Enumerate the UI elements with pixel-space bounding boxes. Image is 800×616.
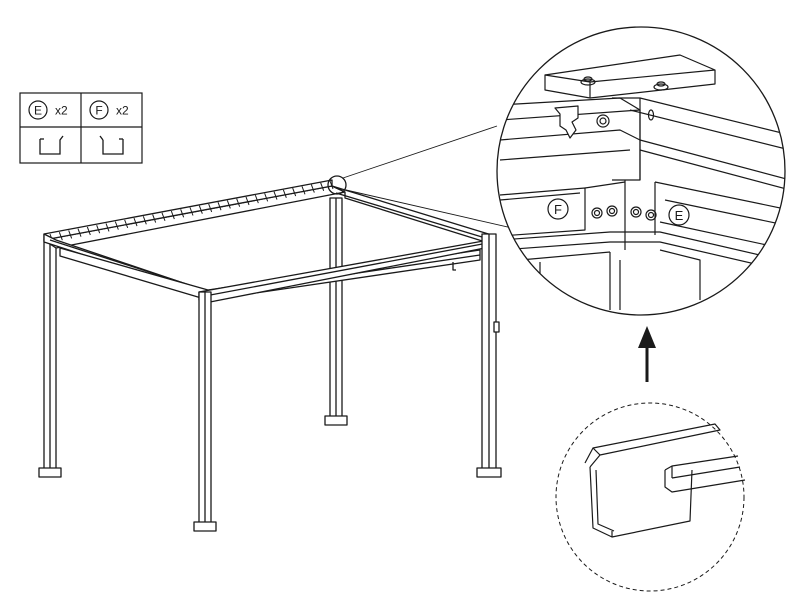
part-f-quantity: x2 <box>116 104 129 118</box>
post-front-right <box>476 233 502 478</box>
louvre-slat <box>310 184 315 193</box>
louvre-slat <box>217 202 222 211</box>
detail-magnified-view: F E <box>496 26 786 316</box>
magnifier-leader-lines <box>342 125 513 229</box>
louvre-slat <box>96 224 101 234</box>
pergola-frame <box>38 175 502 532</box>
louvre-slat <box>170 210 175 220</box>
louvre-slat <box>329 180 334 190</box>
detail-label-e: E <box>675 208 684 223</box>
louvre-slat <box>282 189 287 199</box>
parts-table: E x2 F x2 <box>19 92 143 164</box>
part-f-circle <box>89 100 109 120</box>
gutter-profile-right-icon <box>99 135 124 155</box>
louvre-slat <box>189 207 194 216</box>
post-front-left <box>193 291 217 532</box>
beam-front <box>198 235 496 303</box>
post-back-right <box>324 197 348 426</box>
detail-label-f-circle <box>547 198 569 220</box>
louvre-slat <box>320 182 325 191</box>
louvre-slat <box>68 230 73 239</box>
louvre-slat <box>161 212 166 221</box>
louvre-slat <box>86 226 91 236</box>
roof-louvres <box>43 179 346 249</box>
detail-bolts <box>591 205 657 221</box>
detail-marker-circle <box>327 175 347 195</box>
louvre-slat <box>264 193 269 202</box>
louvre-slat <box>124 219 129 229</box>
gutter-profile-detail <box>555 402 746 592</box>
louvre-slat <box>254 194 259 204</box>
crank-hook <box>452 262 456 271</box>
part-e-quantity: x2 <box>55 104 68 118</box>
part-e-letter: E <box>34 104 42 118</box>
louvre-slat <box>198 205 203 214</box>
up-arrow-icon <box>638 326 656 382</box>
louvre-slat <box>105 223 110 232</box>
post-back-left <box>38 239 62 478</box>
louvre-slat <box>292 187 297 197</box>
louvre-slat <box>142 216 147 225</box>
louvre-slat <box>226 200 231 209</box>
louvre-slat <box>58 232 63 241</box>
louvre-slat <box>273 191 278 200</box>
part-e-circle <box>28 100 48 120</box>
part-f-letter: F <box>95 104 102 118</box>
louvre-slat <box>245 196 250 206</box>
louvre-slat <box>301 186 306 195</box>
beam-right <box>331 185 496 246</box>
louvre-slat <box>77 228 82 237</box>
louvre-slat <box>133 217 138 227</box>
gutter-profile-left-icon <box>39 135 64 155</box>
detail-label-e-circle <box>668 204 690 226</box>
control-box <box>493 321 500 333</box>
louvre-slat <box>208 203 213 213</box>
louvre-slat <box>114 221 119 230</box>
detail-label-f: F <box>554 202 562 217</box>
louvre-slat <box>236 198 241 207</box>
louvre-slat <box>180 209 185 218</box>
louvre-slat <box>152 214 157 223</box>
